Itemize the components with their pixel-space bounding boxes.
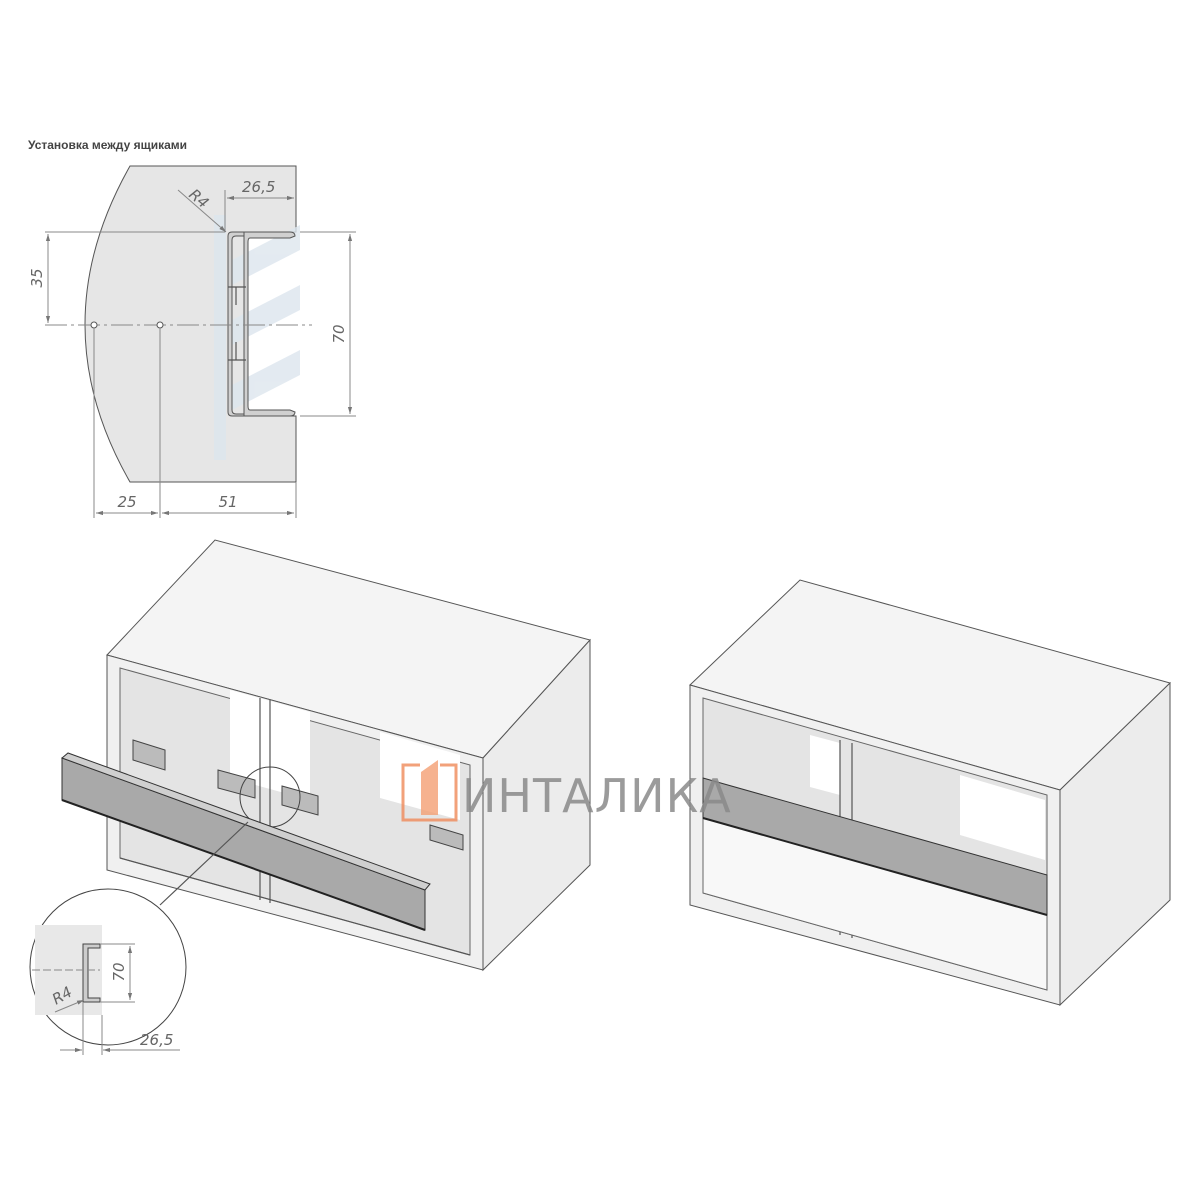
- detail-callout: 70 R4 26,5: [29, 888, 187, 1055]
- drawing-title: Установка между ящиками: [28, 138, 187, 152]
- dim-hole-edge: 51: [218, 493, 237, 511]
- brand-logo-icon: [401, 760, 458, 822]
- watermark-pattern: [214, 215, 300, 460]
- dim-profile-width: 26,5: [242, 178, 275, 196]
- dim-height: 70: [330, 324, 348, 343]
- dim-half-height: 35: [28, 268, 46, 287]
- callout-dim-width: 26,5: [140, 1031, 173, 1049]
- c-profile: [227, 231, 296, 417]
- callout-dim-height: 70: [110, 962, 128, 981]
- section-drawing: 26,5 R4 70 35 25 51: [28, 165, 356, 518]
- brand-watermark: ИНТАЛИКА: [401, 760, 732, 823]
- cabinet-with-rail-installed: [689, 579, 1171, 1007]
- brand-name: ИНТАЛИКА: [462, 769, 732, 823]
- cabinet-with-rail-exploded: 70 R4 26,5: [29, 539, 591, 1055]
- dim-hole-spacing: 25: [117, 493, 136, 511]
